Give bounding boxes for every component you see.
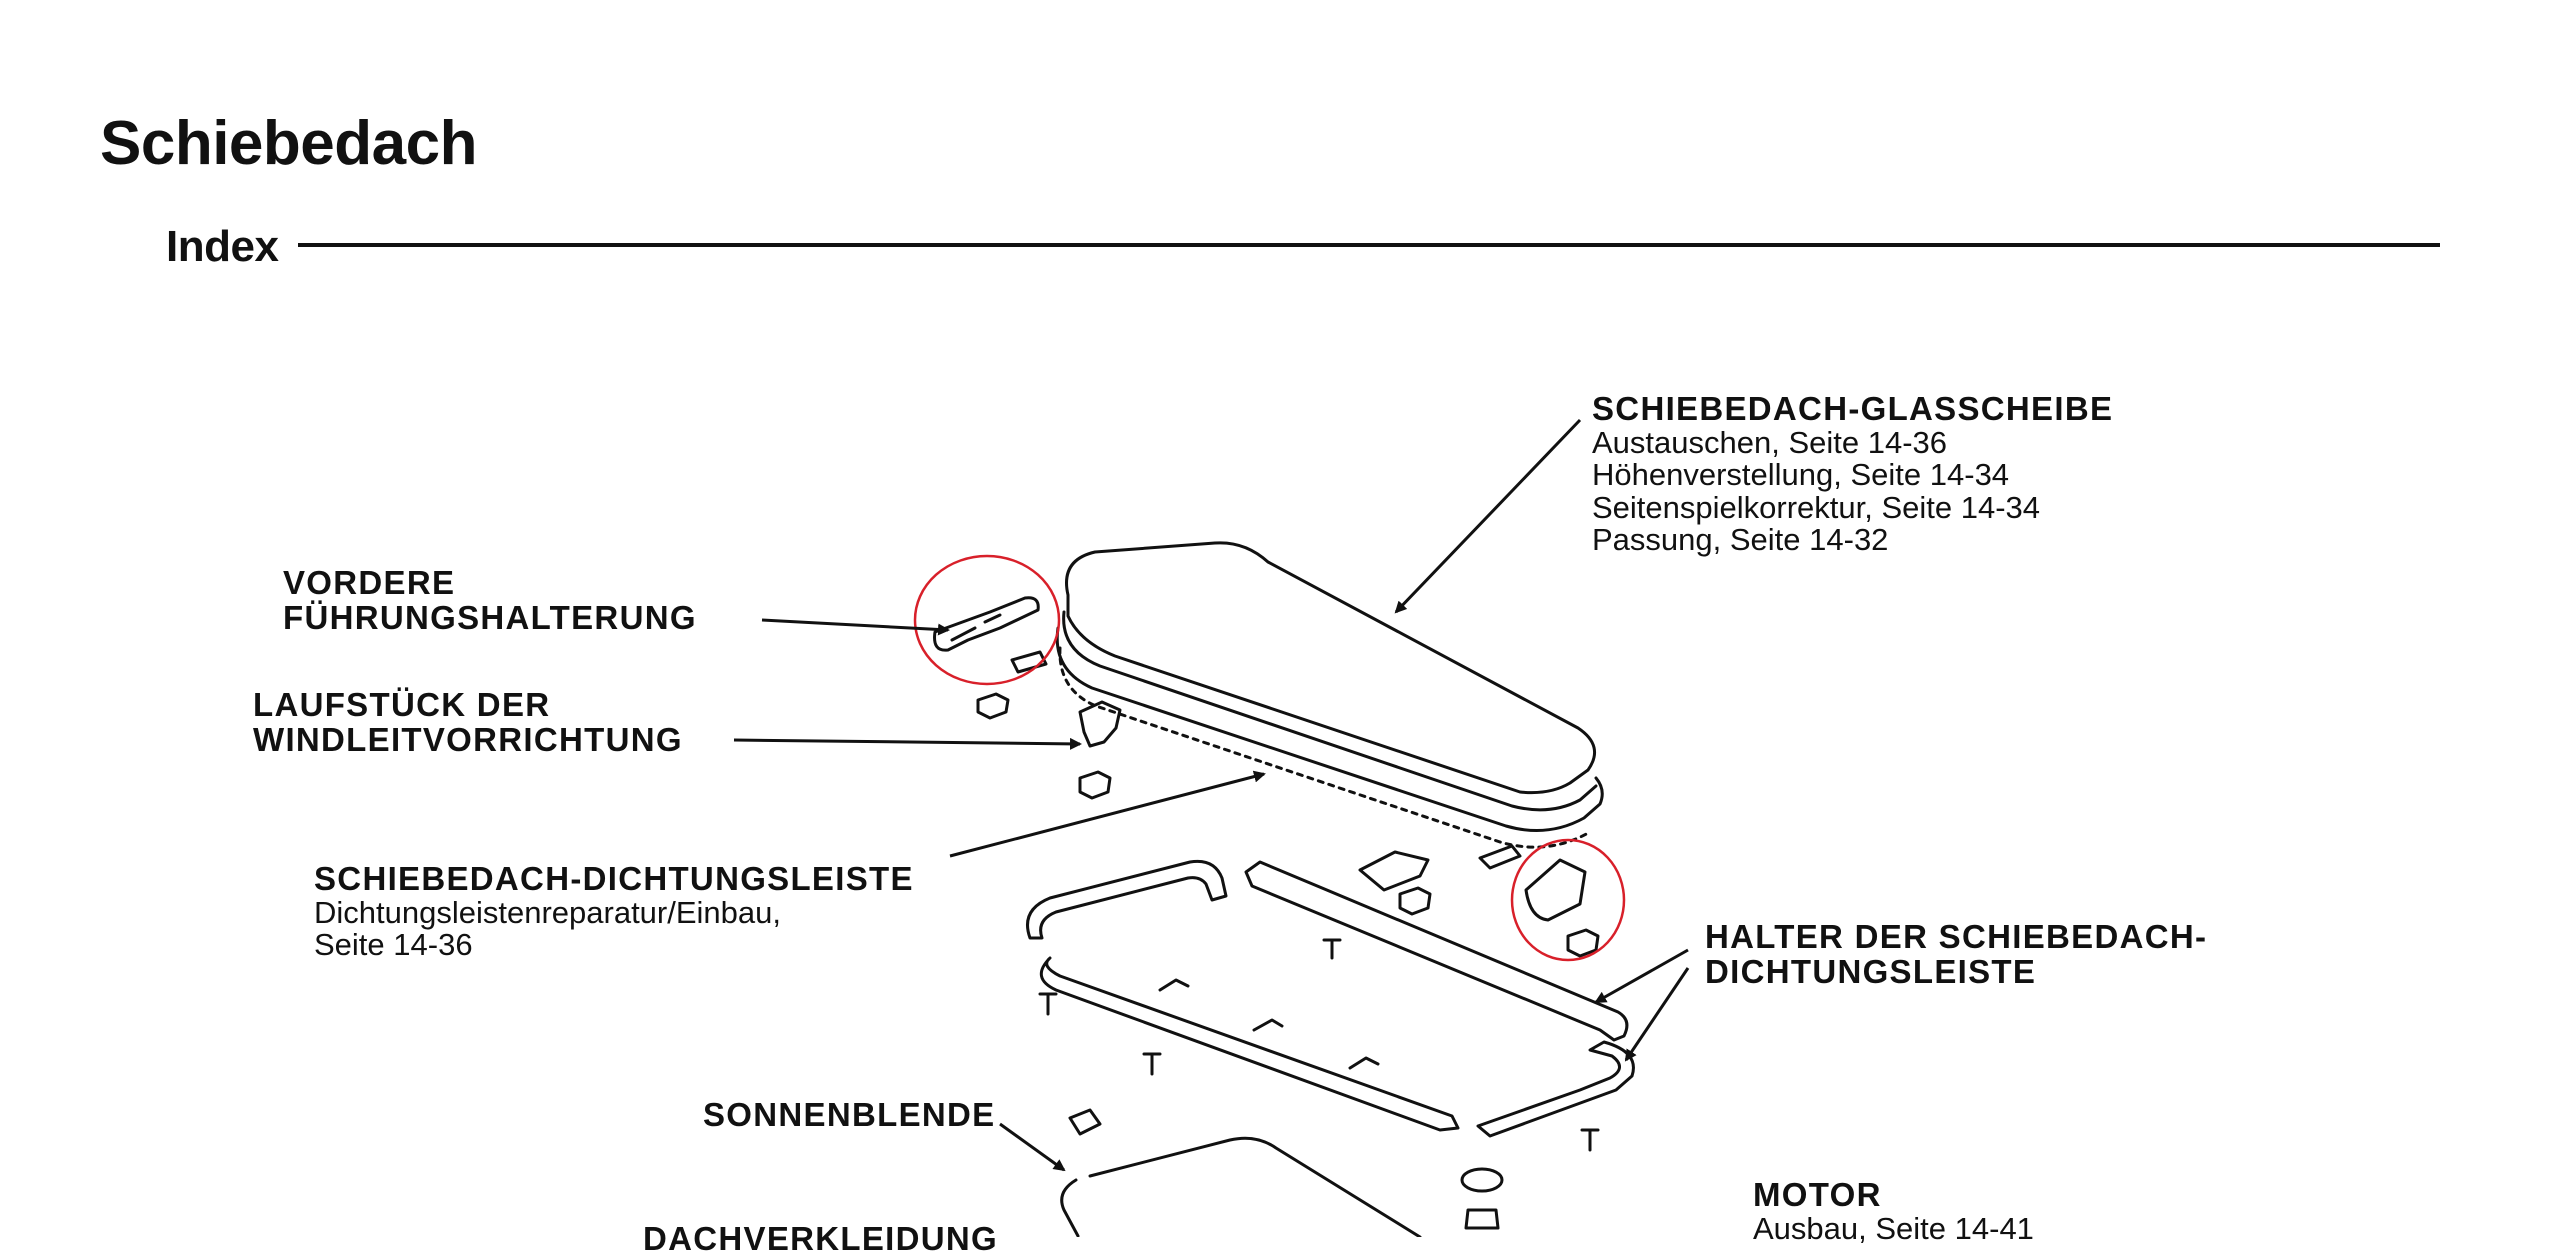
seal-holder-corner bbox=[1476, 1040, 1635, 1138]
seal-holder-rail bbox=[1039, 956, 1460, 1132]
grommet bbox=[1464, 1208, 1500, 1230]
glass-panel bbox=[1065, 541, 1597, 795]
seal-holder-left bbox=[1026, 859, 1228, 940]
leader-deflector bbox=[733, 737, 1082, 750]
callout-glass-line: Höhenverstellung, Seite 14-34 bbox=[1592, 457, 2010, 493]
screw bbox=[1038, 992, 1058, 1016]
leader-seal-holder-2 bbox=[1624, 967, 1690, 1062]
callout-sunshade: SONNENBLENDE bbox=[703, 1096, 996, 1133]
leader-sunshade bbox=[999, 1122, 1066, 1172]
screw bbox=[1142, 1052, 1162, 1076]
seal-strip-bottom bbox=[1058, 646, 1592, 849]
callout-glass-head: SCHIEBEDACH-GLASSCHEIBE bbox=[1592, 390, 2114, 427]
leader-front-guide bbox=[761, 618, 950, 636]
rear-bracket bbox=[1358, 850, 1430, 892]
callout-seal: SCHIEBEDACH-DICHTUNGSLEISTE Dichtungslei… bbox=[314, 860, 914, 963]
section-rule bbox=[298, 243, 2440, 247]
leader-seal bbox=[949, 770, 1266, 858]
seal-strip-top bbox=[1055, 626, 1604, 832]
callout-sunshade-head: SONNENBLENDE bbox=[703, 1096, 996, 1133]
nut bbox=[1566, 928, 1600, 958]
rear-guide-bracket bbox=[1524, 858, 1587, 922]
sunshade-clip bbox=[1068, 1108, 1102, 1136]
sunshade-frame bbox=[1060, 1136, 1422, 1237]
glass-panel-edge bbox=[1062, 610, 1598, 812]
callout-front-guide-head: VORDERE bbox=[283, 564, 456, 601]
callout-seal-holder-head: HALTER DER SCHIEBEDACH- bbox=[1705, 918, 2208, 955]
page-title: Schiebedach bbox=[100, 109, 477, 178]
nut bbox=[1078, 770, 1112, 800]
leader-seal-holder-1 bbox=[1594, 948, 1689, 1004]
callout-seal-line: Seite 14-36 bbox=[314, 927, 473, 963]
front-guide-bracket bbox=[933, 596, 1040, 652]
callout-glass-line: Seitenspielkorrektur, Seite 14-34 bbox=[1592, 489, 2041, 525]
callout-seal-holder: HALTER DER SCHIEBEDACH- DICHTUNGSLEISTE bbox=[1705, 918, 2208, 990]
leader-glass bbox=[1394, 418, 1582, 614]
callout-motor-head: MOTOR bbox=[1753, 1176, 1882, 1213]
nut bbox=[976, 692, 1010, 720]
nut bbox=[1398, 886, 1432, 916]
screw bbox=[1322, 938, 1342, 960]
callout-seal-holder-head: DICHTUNGSLEISTE bbox=[1705, 952, 2037, 990]
highlight-circle-rear-guide bbox=[1510, 838, 1626, 962]
screw bbox=[1580, 1128, 1600, 1152]
callout-seal-line: Dichtungsleistenreparatur/Einbau, bbox=[314, 894, 781, 930]
deflector-slider bbox=[1078, 700, 1122, 748]
callout-deflector-slider: LAUFSTÜCK DER WINDLEITVORRICHTUNG bbox=[253, 686, 683, 758]
grommet bbox=[1460, 1167, 1504, 1193]
callout-glass-line: Passung, Seite 14-32 bbox=[1592, 522, 1889, 558]
small-clip bbox=[1478, 844, 1522, 870]
callout-seal-head: SCHIEBEDACH-DICHTUNGSLEISTE bbox=[314, 860, 914, 897]
highlight-circle-front-guide bbox=[913, 554, 1061, 686]
callout-glass-panel: SCHIEBEDACH-GLASSCHEIBE Austauschen, Sei… bbox=[1592, 390, 2114, 558]
section-title: Index bbox=[166, 222, 279, 271]
callout-front-guide-head: FÜHRUNGSHALTERUNG bbox=[283, 598, 697, 636]
seal-holder-right bbox=[1244, 860, 1629, 1042]
callout-deflector-head: LAUFSTÜCK DER bbox=[253, 686, 551, 723]
callout-front-guide: VORDERE FÜHRUNGSHALTERUNG bbox=[283, 564, 697, 636]
callout-deflector-head: WINDLEITVORRICHTUNG bbox=[253, 720, 683, 758]
callout-glass-line: Austauschen, Seite 14-36 bbox=[1592, 424, 1948, 460]
front-guide-clip bbox=[1010, 650, 1048, 674]
